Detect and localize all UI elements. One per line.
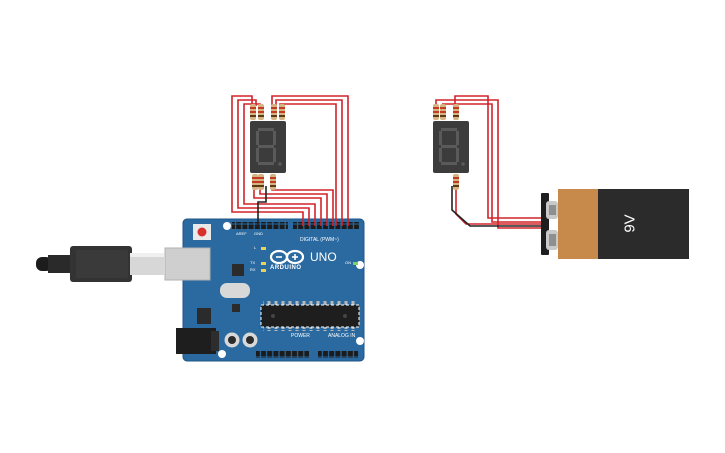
digital-header-low[interactable]: [232, 222, 288, 229]
usb-port: [165, 248, 210, 280]
battery-9v[interactable]: [541, 189, 689, 259]
microcontroller-chip: [261, 305, 359, 327]
resistor-right-bottom: [453, 174, 459, 190]
arduino-logo-icon: [269, 249, 305, 265]
reset-button[interactable]: [193, 224, 211, 240]
digital-header-high[interactable]: [293, 222, 359, 229]
resistors-right-top: [433, 104, 459, 120]
arduino-uno-board[interactable]: [164, 218, 365, 362]
resistors-left-top: [250, 104, 285, 120]
seven-segment-display-left[interactable]: [250, 121, 286, 173]
wires-battery[interactable]: [435, 95, 547, 229]
wires-arduino[interactable]: [231, 95, 349, 226]
power-header[interactable]: [256, 351, 309, 358]
resistors-left-bottom: [252, 174, 276, 190]
crystal: [220, 283, 250, 298]
seven-segment-display-right[interactable]: [433, 121, 469, 173]
analog-header[interactable]: [318, 351, 358, 358]
usb-cable[interactable]: [36, 246, 164, 282]
ground-wire-arduino[interactable]: [257, 186, 267, 226]
power-jack: [176, 328, 216, 354]
